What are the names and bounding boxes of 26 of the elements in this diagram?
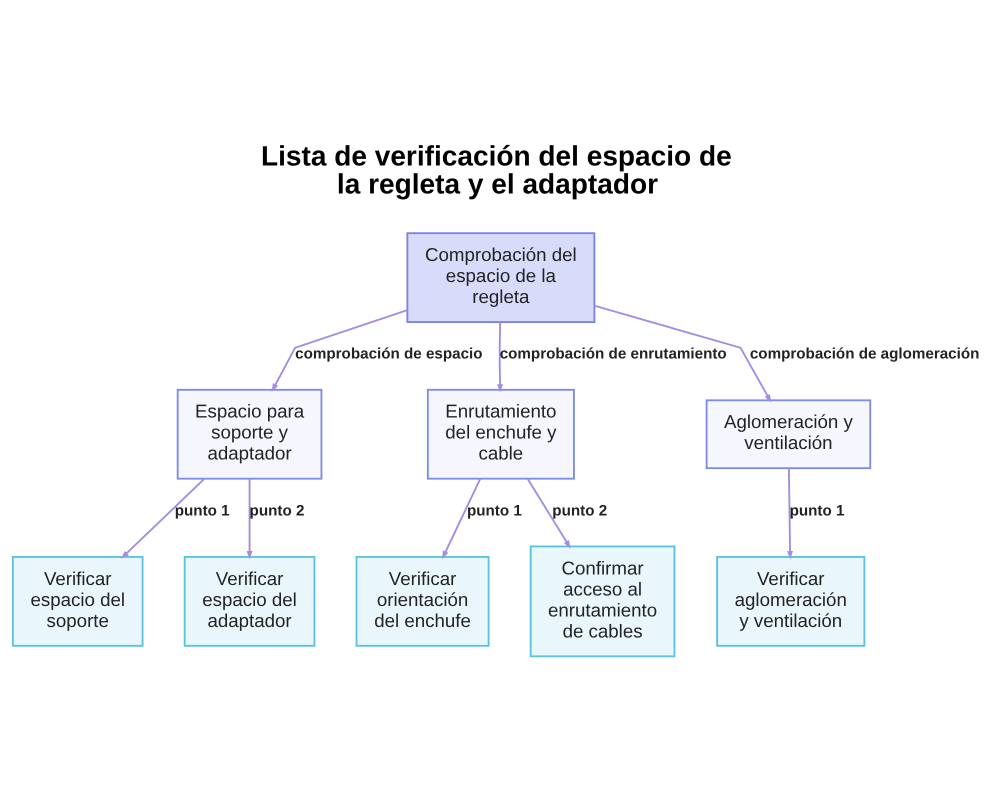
- edge-label: comprobación de espacio: [295, 346, 483, 363]
- node-box: Verificar orientación del enchufe: [356, 556, 490, 647]
- edge-label: comprobación de aglomeración: [750, 346, 980, 363]
- node-box: Verificar aglomeración y ventilación: [716, 556, 866, 647]
- node-box: Enrutamiento del enchufe y cable: [426, 388, 575, 480]
- edge-label: punto 1: [790, 502, 844, 520]
- diagram-title: Lista de verificación del espacio de la regleta y el adaptador: [260, 140, 732, 200]
- arrow: [246, 478, 253, 560]
- arrow: [272, 309, 408, 392]
- arrow: [497, 322, 503, 393]
- edge-label: punto 2: [250, 502, 304, 520]
- edge-label: punto 2: [552, 502, 608, 520]
- arrow: [594, 304, 772, 403]
- arrow: [120, 478, 206, 559]
- node-box: Espacio para soporte y adaptador: [176, 388, 322, 480]
- node-box: Verificar espacio del soporte: [12, 556, 144, 647]
- arrow: [787, 468, 794, 560]
- node-box: Aglomeración y ventilación: [706, 399, 872, 470]
- arrow: [442, 478, 482, 560]
- edge-label: comprobación de enrutamiento: [500, 346, 727, 363]
- node-box: Confirmar acceso al enrutamiento de cables: [530, 546, 676, 658]
- node-box: Verificar espacio del adaptador: [184, 556, 316, 647]
- edge-label: punto 1: [466, 502, 522, 520]
- edge-label: punto 1: [174, 502, 230, 520]
- node-box: Comprobación del espacio de la regleta: [406, 232, 596, 323]
- arrow: [526, 478, 571, 549]
